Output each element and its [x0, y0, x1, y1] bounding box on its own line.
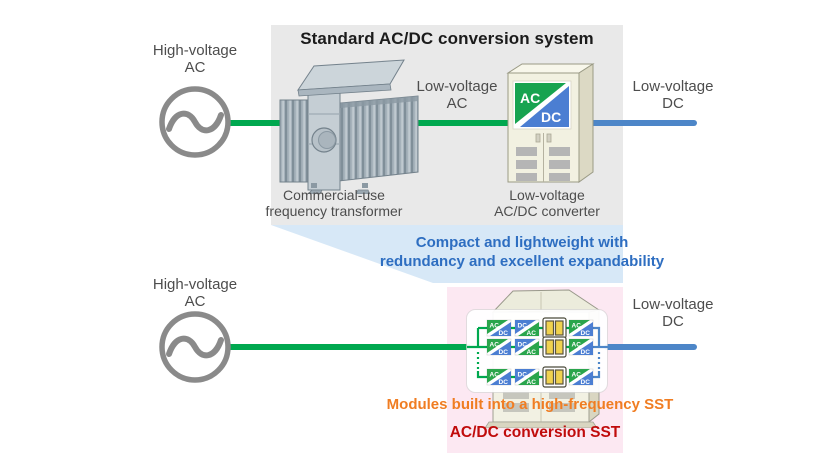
cabinet-base: [484, 421, 598, 428]
label-line: Low-voltage: [632, 78, 714, 95]
label-line: Low-voltage: [632, 296, 714, 313]
logo-dc-label: DC: [541, 109, 561, 125]
label-line: High-voltage: [152, 42, 238, 59]
vent-slats: [503, 390, 575, 412]
door-hinge: [535, 133, 541, 143]
caption-line: Low-voltage: [509, 187, 585, 203]
hv-ac-line-bottom: [228, 344, 470, 350]
label-line: AC: [184, 59, 206, 76]
ac-source-icon: [159, 311, 231, 383]
label-line: Low-voltage: [416, 78, 498, 95]
sine-wave-icon: [166, 335, 224, 359]
ac-dc-logo: AC DC: [512, 80, 572, 130]
transformer-caption: Commercial-use frequency transformer: [234, 187, 434, 219]
modules-note: Modules built into a high-frequency SST: [386, 396, 674, 413]
lv-dc-label-bottom: Low-voltage DC: [613, 296, 733, 330]
hv-ac-line-top: [228, 120, 302, 126]
caption-line: Commercial-use: [283, 187, 385, 203]
dc-triangle: [520, 86, 569, 127]
caption-line: AC/DC converter: [494, 203, 600, 219]
logo-ac-label: AC: [520, 90, 540, 106]
radiator-fins-left: [279, 99, 311, 183]
benefit-text: Compact and lightweight with redundancy …: [352, 233, 692, 271]
label-line: AC: [446, 95, 468, 112]
dc-wiring: [593, 326, 608, 379]
benefit-line: redundancy and excellent expandability: [379, 253, 665, 270]
converter-cabinet-icon: AC DC: [506, 63, 595, 183]
ac-source-icon: [159, 86, 231, 158]
caption-line: frequency transformer: [265, 203, 403, 219]
label-line: DC: [662, 313, 684, 330]
label-line: AC: [184, 293, 206, 310]
standard-system-title: Standard AC/DC conversion system: [300, 29, 594, 48]
ac-triangle: [515, 83, 566, 124]
sst-module-panel: AC DC DC AC: [466, 309, 608, 393]
lv-dc-line-bottom: [604, 344, 697, 350]
hv-ac-label-bottom: High-voltage AC: [125, 276, 265, 310]
hv-ac-label-top: High-voltage AC: [125, 42, 265, 76]
sst-title: AC/DC conversion SST: [449, 424, 621, 441]
lv-dc-label-top: Low-voltage DC: [613, 78, 733, 112]
label-line: High-voltage: [152, 276, 238, 293]
lv-ac-label: Low-voltage AC: [397, 78, 517, 112]
benefit-line: Compact and lightweight with: [415, 234, 629, 251]
vent-slats: [516, 147, 570, 181]
label-line: DC: [662, 95, 684, 112]
lv-ac-line-top: [414, 120, 510, 126]
transformer-icon: [279, 59, 419, 194]
funnel-shape: [271, 225, 623, 283]
lv-dc-line-top: [586, 120, 697, 126]
cabinet-side: [578, 63, 594, 183]
converter-caption: Low-voltage AC/DC converter: [467, 187, 627, 219]
door-hinge: [546, 133, 552, 143]
sine-wave-icon: [166, 110, 224, 134]
